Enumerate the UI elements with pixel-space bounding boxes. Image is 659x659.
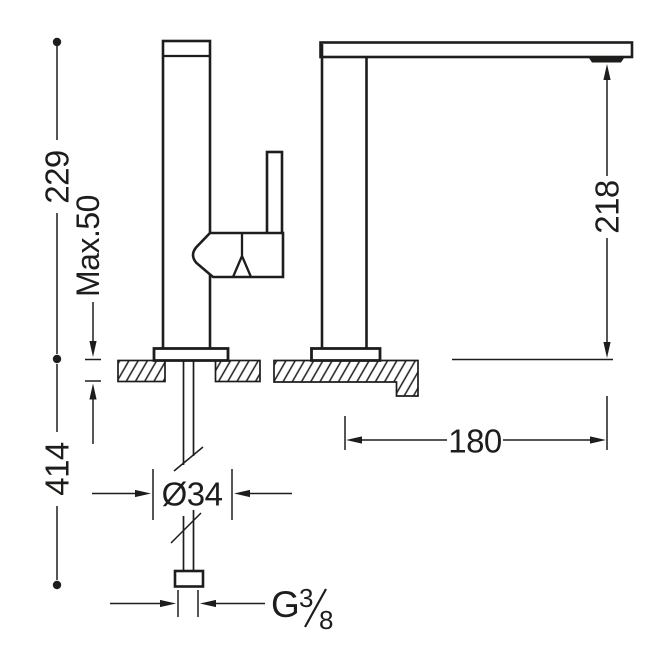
thread-label-numerator: 3 (299, 583, 313, 613)
aerator-outlet (588, 56, 625, 63)
thread-connector (173, 569, 205, 588)
dim34-arrow-right (135, 489, 151, 498)
dim34-arrow-left (234, 489, 250, 498)
base-flange-front (310, 347, 382, 362)
thread-label-g: G (271, 584, 300, 625)
dimension-max50 (85, 302, 101, 444)
faucet-front-view (310, 41, 634, 362)
datum-dot-bottom (52, 580, 62, 590)
handle-lever (265, 150, 284, 238)
counter-right-block (273, 359, 419, 397)
g38-arrow-right (160, 599, 176, 608)
datum-dot-top (52, 37, 62, 47)
valve-body (191, 231, 285, 279)
dim218-arrow-up (603, 64, 611, 80)
max50-arrow-down (89, 341, 97, 357)
counter-left-block (117, 359, 166, 383)
counter-mid-block (214, 359, 261, 383)
dimension-218 (603, 64, 611, 358)
max50-arrow-up (89, 383, 97, 400)
g38-fraction-slash (304, 588, 327, 628)
base-flange-side (152, 347, 230, 362)
thread-label-denominator: 8 (319, 605, 333, 635)
dimension-229-414-axis (52, 37, 62, 590)
spout-bar (319, 41, 634, 59)
dimension-diameter-label: Ø34 (162, 476, 223, 513)
dimension-414-label: 414 (39, 442, 76, 496)
dimension-218-label: 218 (589, 180, 626, 234)
dimension-thread-g38 (110, 588, 327, 628)
dimension-diameter-34 (92, 469, 292, 520)
countertop-section (117, 359, 419, 397)
dimension-180-label: 180 (448, 423, 502, 460)
body-column-side (161, 39, 212, 354)
pipe-break-mark-lower (170, 512, 202, 544)
faucet-side-view (152, 39, 285, 588)
dim180-arrow-right (590, 436, 606, 444)
g38-arrow-left (200, 599, 216, 608)
dim218-arrow-down (603, 342, 611, 358)
dimension-229-label: 229 (39, 150, 76, 204)
dim180-arrow-left (346, 436, 362, 444)
pipe-break-mark-upper (173, 446, 204, 472)
datum-dot-counter (52, 354, 62, 364)
supply-pipe (170, 361, 204, 571)
valve-detail-lines (231, 234, 253, 278)
dimension-max50-label: Max.50 (70, 195, 106, 297)
dimension-180 (344, 396, 608, 450)
